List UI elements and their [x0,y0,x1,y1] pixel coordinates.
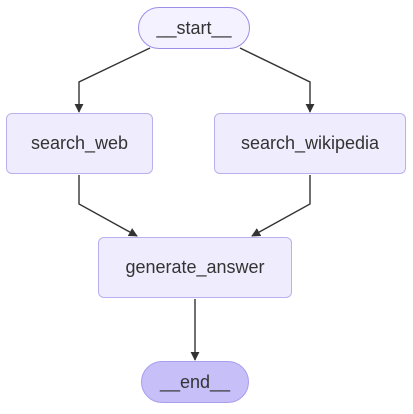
generate-answer-node: generate_answer [98,237,292,298]
edge-search-web-to-generate-answer [78,175,138,237]
search-wikipedia-node: search_wikipedia [214,113,406,174]
edge-start-to-search-web [74,47,151,113]
edge-search-wikipedia-to-generate-answer [251,175,311,237]
search-web-node: search_web [6,113,153,174]
search-wikipedia-node-label: search_wikipedia [240,133,380,153]
generate-answer-node-label: generate_answer [125,257,265,277]
edge-start-to-search-wikipedia [239,47,315,113]
end-node-label: __end__ [159,371,231,392]
start-node: __start__ [138,7,250,49]
search-web-node-label: search_web [30,133,129,153]
start-node-label: __start__ [156,17,232,38]
end-node: __end__ [141,361,249,403]
